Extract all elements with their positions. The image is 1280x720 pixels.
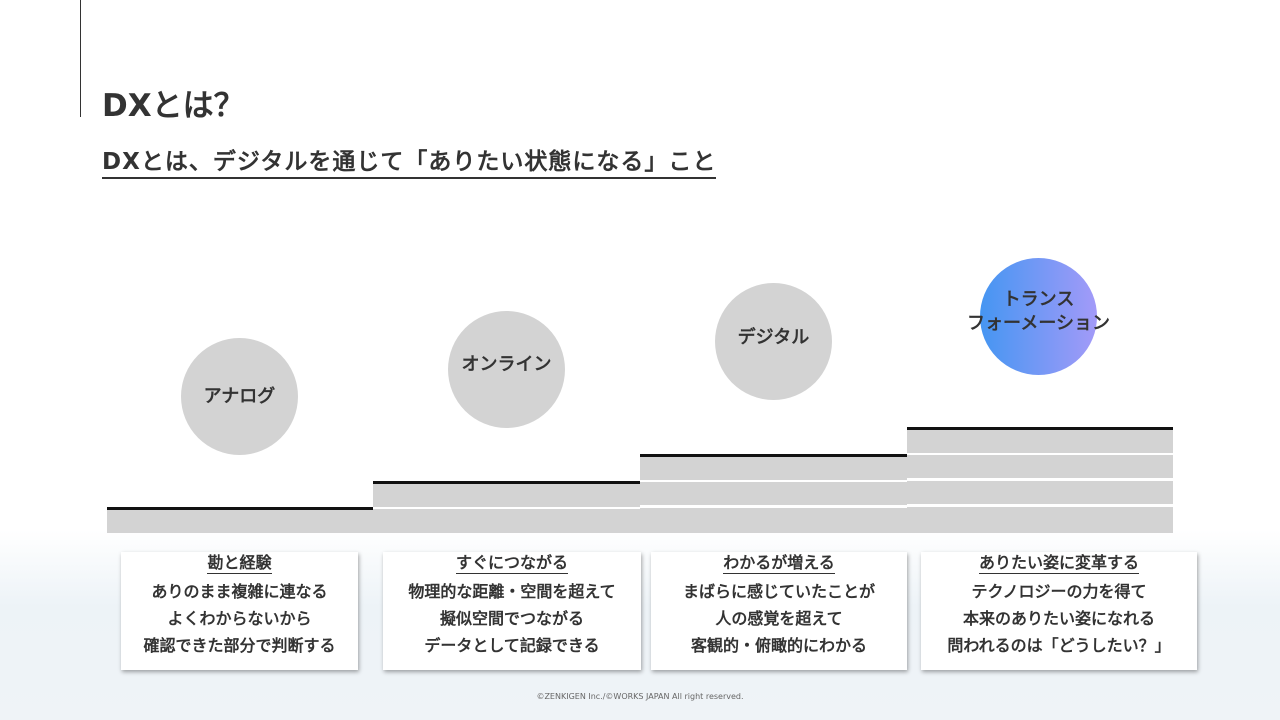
card-digital: わかるが増える まばらに感じていたことが人の感覚を超えて客観的・俯瞰的にわかる xyxy=(651,552,907,670)
circle-online: オンライン xyxy=(448,311,565,428)
circle-digital: デジタル xyxy=(715,283,832,400)
card-line: データとして記録できる xyxy=(424,636,600,655)
card-line: 人の感覚を超えて xyxy=(715,609,843,628)
page-subtitle: DXとは、デジタルを通じて「ありたい状態になる」こと xyxy=(102,142,717,179)
card-line: 本来のありたい姿になれる xyxy=(962,609,1155,628)
circle-label: オンライン xyxy=(461,353,552,375)
circle-label-line1: トランス xyxy=(1002,289,1075,311)
card-heading: 勘と経験 xyxy=(207,553,272,574)
circle-label: アナログ xyxy=(203,385,276,407)
divider-line xyxy=(80,0,81,117)
step-transformation xyxy=(907,427,1173,533)
card-transformation: ありたい姿に変革する テクノロジーの力を得て本来のありたい姿になれる問われるのは… xyxy=(921,552,1197,670)
circle-label-line2: フォーメーション xyxy=(967,312,1110,334)
card-line: 確認できた部分で判断する xyxy=(143,636,336,655)
card-line: 擬似空間でつながる xyxy=(439,609,584,628)
card-line: 客観的・俯瞰的にわかる xyxy=(690,636,867,655)
step-online xyxy=(373,481,640,533)
card-analog: 勘と経験 ありのまま複雑に連なるよくわからないから確認できた部分で判断する xyxy=(121,552,358,670)
card-line: 問われるのは「どうしたい？」 xyxy=(947,636,1171,655)
circle-transformation: トランスフォーメーション xyxy=(967,258,1110,375)
card-line: ありのまま複雑に連なる xyxy=(151,582,328,601)
circle-analog: アナログ xyxy=(181,338,298,455)
card-heading: わかるが増える xyxy=(723,553,835,574)
card-line: テクノロジーの力を得て xyxy=(971,582,1147,601)
card-line: 物理的な距離・空間を超えて xyxy=(408,582,616,601)
step-digital xyxy=(640,454,907,533)
card-heading: すぐにつながる xyxy=(455,553,568,574)
copyright-footer: ©ZENKIGEN Inc./©WORKS JAPAN All right re… xyxy=(536,692,744,701)
card-line: まばらに感じていたことが xyxy=(682,582,875,601)
card-online: すぐにつながる 物理的な距離・空間を超えて擬似空間でつながるデータとして記録でき… xyxy=(383,552,641,670)
card-line: よくわからないから xyxy=(167,609,312,628)
circle-label: デジタル xyxy=(737,326,810,348)
step-analog xyxy=(107,507,373,533)
card-heading: ありたい姿に変革する xyxy=(978,553,1139,574)
page-title: DXとは？ xyxy=(102,88,245,124)
